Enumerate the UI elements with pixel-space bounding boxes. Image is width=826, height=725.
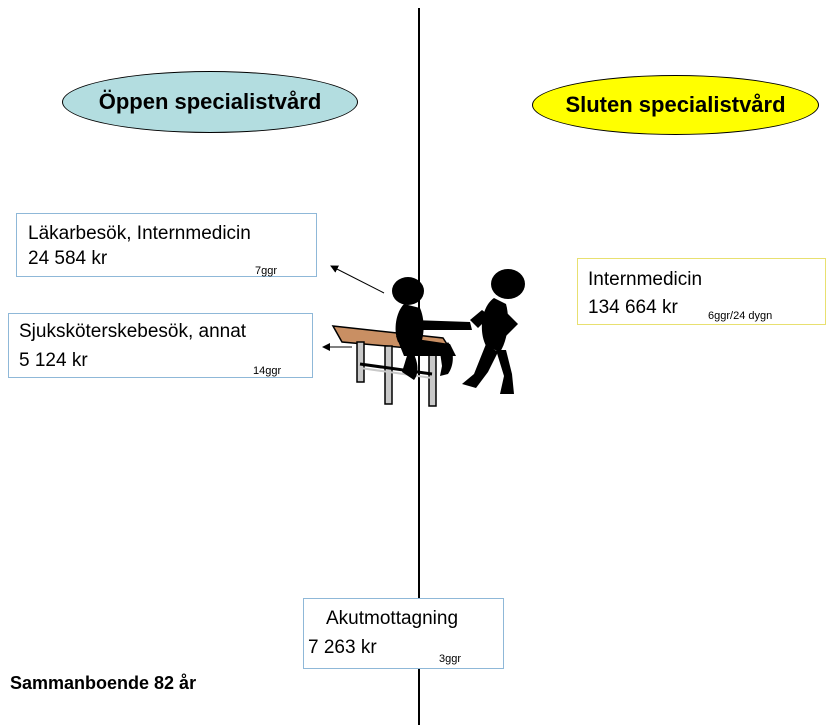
doctor-icon <box>462 269 525 394</box>
inpatient-care-header: Sluten specialistvård <box>532 75 819 135</box>
emergency-cost: 7 263 kr <box>308 637 377 658</box>
internal-medicine-label: Internmedicin <box>588 269 703 290</box>
nurse-visit-label: Sjuksköterskebesök, annat <box>19 321 247 342</box>
nurse-visit-count: 14ggr <box>253 365 282 377</box>
doctor-visit-box: Läkarbesök, Internmedicin 24 584 kr 7ggr <box>16 213 317 277</box>
emergency-box: Akutmottagning 7 263 kr 3ggr <box>303 598 504 669</box>
doctor-visit-cost: 24 584 kr <box>28 248 108 269</box>
doctor-visit-label: Läkarbesök, Internmedicin <box>28 223 251 244</box>
examination-table-icon <box>331 325 454 407</box>
open-care-title: Öppen specialistvård <box>98 89 322 114</box>
internal-medicine-cost: 134 664 kr <box>588 297 678 318</box>
patient-description: Sammanboende 82 år <box>10 673 197 693</box>
center-divider <box>418 8 420 725</box>
arrow-to-doctor-visit <box>330 265 385 294</box>
nurse-visit-cost: 5 124 kr <box>19 350 88 371</box>
patient-icon <box>392 277 472 380</box>
doctor-visit-count: 7ggr <box>255 265 278 277</box>
inpatient-care-title: Sluten specialistvård <box>565 92 786 117</box>
emergency-label: Akutmottagning <box>326 608 459 629</box>
emergency-count: 3ggr <box>439 653 462 665</box>
internal-medicine-box: Internmedicin 134 664 kr 6ggr/24 dygn <box>577 258 826 325</box>
open-care-header: Öppen specialistvård <box>62 71 358 133</box>
internal-medicine-count: 6ggr/24 dygn <box>708 310 773 322</box>
nurse-visit-box: Sjuksköterskebesök, annat 5 124 kr 14ggr <box>8 313 313 378</box>
